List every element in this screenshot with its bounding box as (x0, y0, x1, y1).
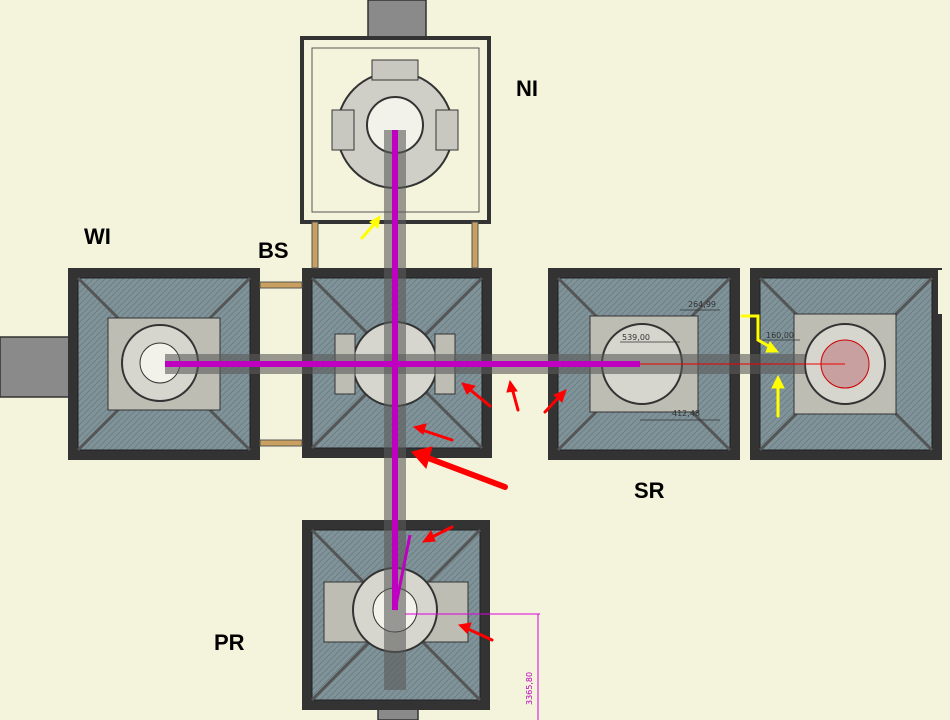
laser-beams (165, 130, 640, 611)
red-arrow (543, 389, 567, 414)
yellow-arrow (360, 215, 381, 240)
red-arrow (461, 382, 492, 408)
yellow-bent-arrow (740, 314, 780, 353)
dimension-539: 539,00 (622, 333, 650, 342)
dimension-412: 412,48 (672, 409, 700, 418)
red-arrow-large (411, 446, 508, 490)
dimension-lines (405, 309, 800, 720)
red-arrow (506, 379, 520, 412)
dimension-3365: 3365,80 (525, 672, 534, 705)
red-arrow (421, 525, 454, 543)
red-arrows (411, 379, 567, 642)
red-arrow (457, 622, 494, 642)
label-wi: WI (84, 224, 111, 249)
dimension-264: 264,99 (688, 300, 716, 309)
label-ni: NI (516, 76, 538, 101)
label-sr: SR (634, 478, 665, 503)
dimension-160: 160,00 (766, 331, 794, 340)
support-struts (259, 221, 479, 447)
yellow-arrows (360, 215, 785, 418)
label-bs: BS (258, 238, 289, 263)
yellow-arrow (771, 374, 785, 418)
wi-chamber (68, 268, 260, 460)
top-vacuum-pipe (367, 0, 427, 41)
label-pr: PR (214, 630, 245, 655)
red-arrow (412, 423, 454, 442)
